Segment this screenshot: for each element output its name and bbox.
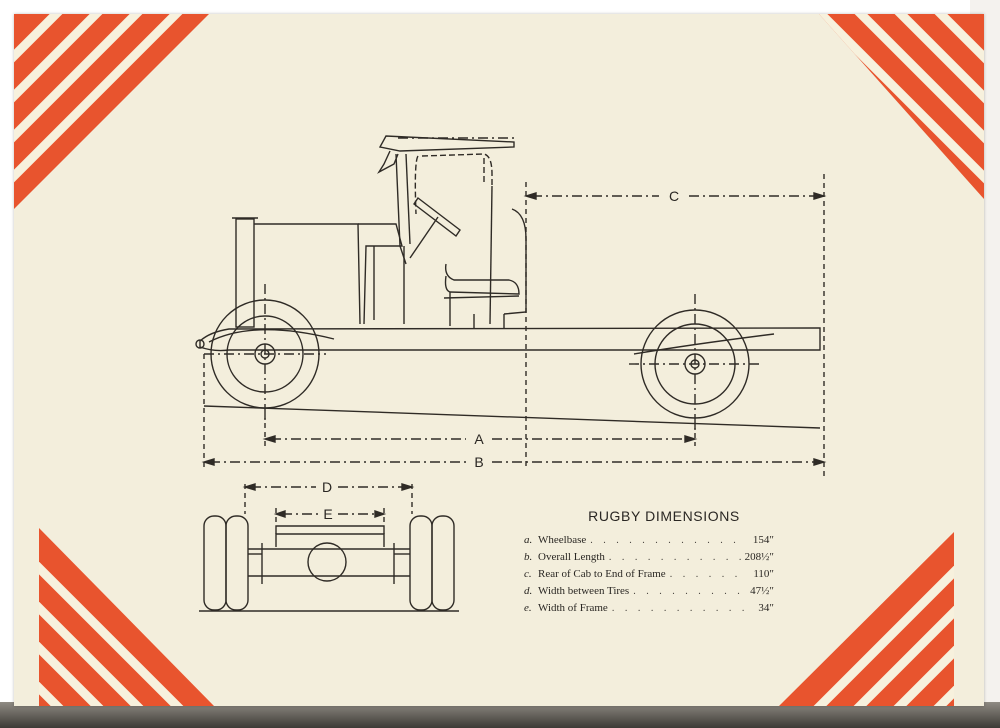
dimensions-title: RUGBY DIMENSIONS [588,508,740,524]
chassis-drawing: C A B D E [195,135,827,612]
label-a: A [474,431,484,447]
dimension-leader-dots: . . . . . . . . . . . . [633,586,746,597]
frame-rail [195,314,821,355]
dimension-label: Overall Length [538,551,605,563]
dimension-label: Width of Frame [538,602,608,614]
label-d: D [322,479,332,495]
dimension-row-wheelbase: a. Wheelbase . . . . . . . . . . . . . .… [524,532,774,549]
dimension-letter: a. [524,534,533,546]
dimension-value: 208½″ [744,551,774,563]
dimensions-table: RUGBY DIMENSIONS a. Wheelbase . . . . . … [524,508,774,617]
dimension-row-overall-length: b. Overall Length . . . . . . . . . . . … [524,549,774,566]
dimension-label: Rear of Cab to End of Frame [538,568,666,580]
label-c: C [669,188,679,204]
corner-stripes-bottom-left [39,528,214,706]
dimension-value: 110″ [753,568,774,580]
dimension-leader-dots: . . . . . . . . . . . . . . . [608,552,741,563]
cab-outline [377,135,527,326]
dimension-row-cab-to-frame: c. Rear of Cab to End of Frame . . . . .… [524,566,774,583]
table-surface-bottom [0,702,1000,728]
rear-axle-view [199,483,459,612]
dimension-row-width-of-frame: e. Width of Frame . . . . . . . . . . . … [524,600,774,617]
dimension-value: 47½″ [750,585,774,597]
dimension-letter: c. [524,568,532,580]
dimension-value: 34″ [758,602,774,614]
rear-wheel [629,294,762,434]
label-e: E [323,506,332,522]
dimension-leader-dots: . . . . . . . . [669,569,746,580]
dimension-row-width-between-tires: d. Width between Tires . . . . . . . . .… [524,583,774,600]
ground-line [203,405,821,429]
dimension-label: Wheelbase [538,534,587,546]
dimension-leader-dots: . . . . . . . . . . . . . . . [611,603,746,614]
dimension-a [262,414,698,446]
dimension-letter: d. [524,585,533,597]
corner-stripes-top-right [819,14,984,199]
corner-stripes-bottom-right [779,532,954,706]
label-b: B [474,454,483,470]
hood-outline [232,217,405,328]
dimension-letter: b. [524,551,533,563]
corner-stripes-top-left [14,14,209,209]
front-wheel [204,284,326,424]
dimension-b [201,354,827,469]
dimension-label: Width between Tires [538,585,630,597]
dimensions-rows: a. Wheelbase . . . . . . . . . . . . . .… [524,532,774,617]
dimension-c [523,174,827,476]
dimension-value: 154″ [752,534,774,546]
dimension-leader-dots: . . . . . . . . . . . . . . . . . [590,535,746,546]
spec-sheet: C A B D E RUGBY DIMENSIONS a. Wheelbase … [14,14,984,706]
dimension-letter: e. [524,602,532,614]
